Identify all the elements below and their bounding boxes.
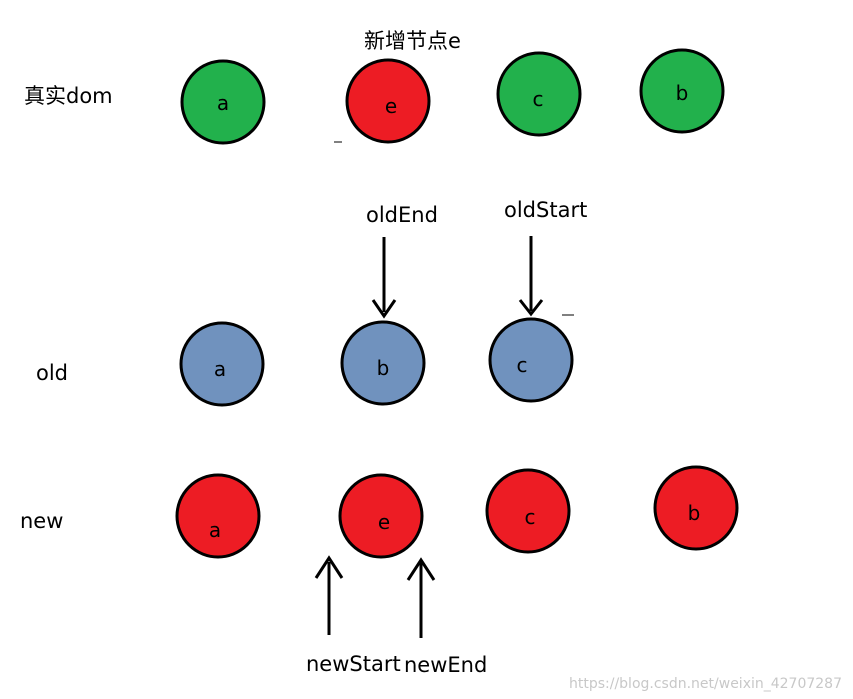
row-label-real-dom: 真实dom [24, 84, 113, 108]
added-node-label: 新增节点e [364, 29, 461, 53]
row-label-new: new [20, 509, 63, 533]
old-end-label: oldEnd [366, 203, 438, 227]
old-end-arrow [371, 237, 397, 319]
watermark-text: https://blog.csdn.net/weixin_42707287 [569, 676, 842, 692]
real-dom-node-e: e [345, 58, 431, 144]
old-node-c: c [488, 317, 574, 403]
new-node-a-label: a [209, 518, 221, 542]
real-dom-node-c: c [496, 51, 582, 137]
new-end-arrow [406, 557, 436, 638]
old-start-arrow [518, 236, 544, 317]
new-node-e: e [338, 473, 424, 559]
real-dom-node-b: b [639, 48, 725, 134]
new-node-e-label: e [378, 510, 390, 534]
new-node-b-label: b [688, 501, 701, 525]
new-node-c-label: c [525, 505, 536, 529]
old-node-a-label: a [214, 357, 226, 381]
new-node-b: b [653, 465, 739, 551]
new-node-c: c [485, 468, 571, 554]
real-dom-node-b-label: b [676, 81, 689, 105]
old-node-a: a [179, 321, 265, 407]
real-dom-node-a-label: a [217, 91, 229, 115]
new-start-arrow [314, 555, 344, 635]
old-node-c-label: c [517, 353, 528, 377]
old-start-label: oldStart [504, 198, 587, 222]
real-dom-node-a: a [180, 59, 266, 145]
new-start-label: newStart [306, 652, 401, 676]
real-dom-node-c-label: c [533, 87, 544, 111]
real-dom-node-e-label: e [385, 94, 397, 118]
old-node-b: b [340, 320, 426, 406]
new-end-label: newEnd [404, 653, 487, 677]
row-label-old: old [36, 361, 68, 385]
new-node-a: a [175, 473, 261, 559]
old-node-b-label: b [377, 356, 390, 380]
